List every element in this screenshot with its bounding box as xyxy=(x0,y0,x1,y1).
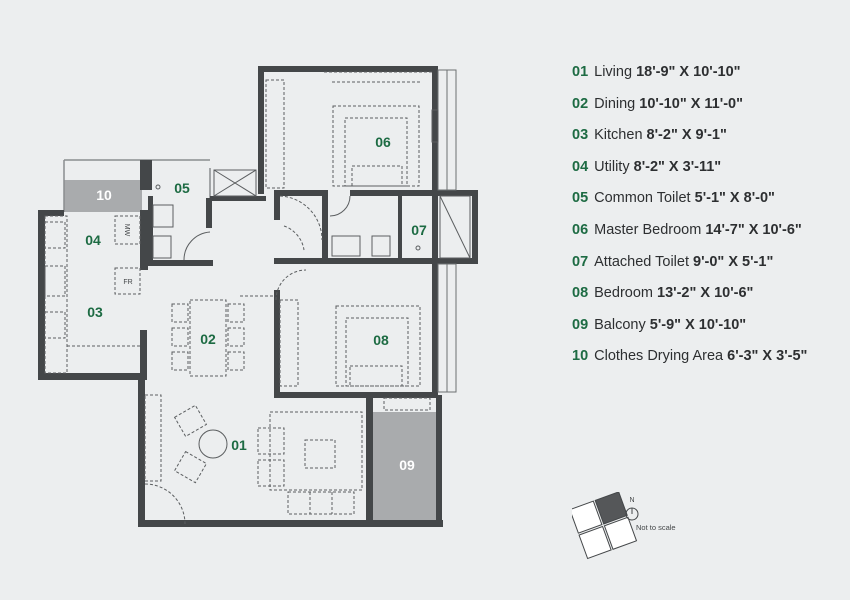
room-number-02: 02 xyxy=(200,331,216,347)
room-number-03: 03 xyxy=(87,304,103,320)
room-number-06: 06 xyxy=(375,134,391,150)
north-label: N xyxy=(629,497,634,504)
room-number-09: 09 xyxy=(399,457,415,473)
drying-area-fill xyxy=(64,180,142,212)
floor-plan: 10 05 04 03 02 01 06 07 08 09 MW FR xyxy=(38,66,478,527)
room-number-07: 07 xyxy=(411,222,427,238)
bedroom-furniture xyxy=(275,269,421,387)
microwave-label: MW xyxy=(123,224,130,237)
key-plan-icon: N xyxy=(572,492,639,560)
living-furniture xyxy=(144,394,431,515)
dining-table xyxy=(171,295,274,377)
walls xyxy=(38,66,478,527)
room-number-04: 04 xyxy=(85,232,101,248)
room-number-10: 10 xyxy=(96,187,112,203)
balcony-fill xyxy=(372,412,438,520)
room-number-08: 08 xyxy=(373,332,389,348)
toilet-fixtures xyxy=(152,169,257,261)
kitchen-counters xyxy=(44,215,141,374)
fridge-label: FR xyxy=(123,279,132,286)
room-number-05: 05 xyxy=(174,180,190,196)
scale-note: Not to scale xyxy=(636,523,676,532)
master-bedroom-furniture xyxy=(265,71,432,241)
room-number-01: 01 xyxy=(231,437,247,453)
attached-toilet-fixtures xyxy=(329,195,471,259)
